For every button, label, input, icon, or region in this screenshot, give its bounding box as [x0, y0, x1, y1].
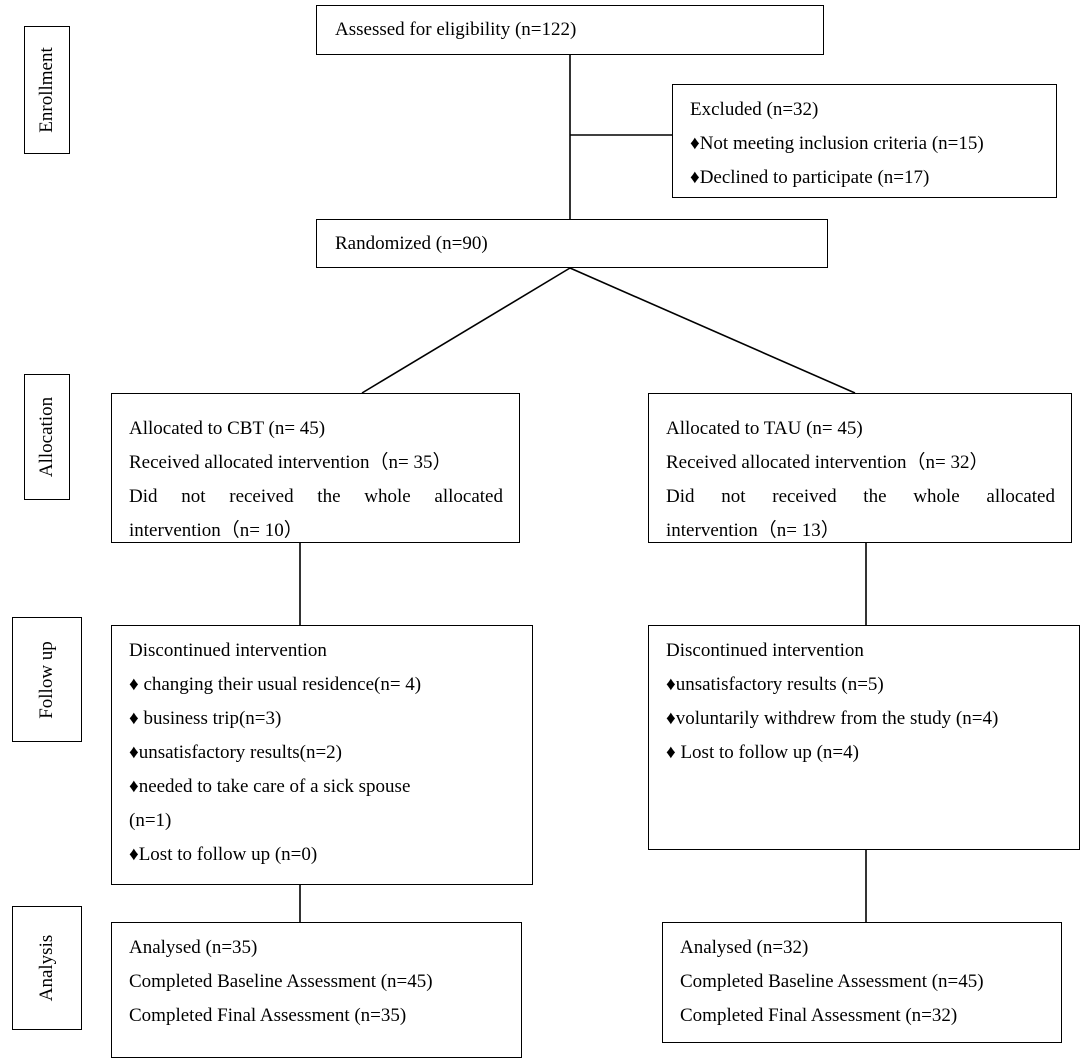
allocation-cbt-line: intervention（n= 10）: [129, 520, 303, 541]
stage-enrollment: Enrollment: [24, 26, 70, 154]
stage-allocation: Allocation: [24, 374, 70, 500]
allocation-tau-line: intervention（n= 13）: [666, 520, 840, 541]
followup-tau-item: ♦unsatisfactory results (n=5): [666, 674, 884, 695]
assessed-text: Assessed for eligibility (n=122): [335, 19, 577, 40]
randomized-text: Randomized (n=90): [335, 233, 488, 254]
followup-cbt-item: ♦ business trip(n=3): [129, 708, 282, 729]
analysis-tau-line: Completed Baseline Assessment (n=45): [680, 971, 984, 992]
analysis-tau-box: Analysed (n=32) Completed Baseline Asses…: [662, 922, 1062, 1043]
allocation-cbt-line: Did not received the whole allocated: [129, 486, 503, 507]
allocation-tau-line: Received allocated intervention（n= 32）: [666, 452, 989, 473]
followup-cbt-item: ♦unsatisfactory results(n=2): [129, 742, 342, 763]
stage-analysis: Analysis: [12, 906, 82, 1030]
stage-analysis-label: Analysis: [36, 934, 57, 1002]
analysis-cbt-line: Analysed (n=35): [129, 937, 258, 958]
stage-enrollment-label: Enrollment: [36, 47, 57, 133]
stage-allocation-label: Allocation: [36, 396, 57, 478]
followup-cbt-item: ♦needed to take care of a sick spouse: [129, 776, 411, 797]
analysis-tau-line: Analysed (n=32): [680, 937, 809, 958]
analysis-cbt-line: Completed Baseline Assessment (n=45): [129, 971, 433, 992]
excluded-item: ♦Declined to participate (n=17): [690, 167, 930, 188]
followup-cbt-item: ♦ changing their usual residence(n= 4): [129, 674, 422, 695]
allocation-tau-box: Allocated to TAU (n= 45) Received alloca…: [648, 393, 1072, 543]
allocation-cbt-box: Allocated to CBT (n= 45) Received alloca…: [111, 393, 520, 543]
stage-follow-up-label: Follow up: [36, 640, 57, 719]
randomized-to-cbt-line: [361, 267, 571, 394]
excluded-item: ♦Not meeting inclusion criteria (n=15): [690, 133, 984, 154]
followup-cbt-box: Discontinued intervention ♦ changing the…: [111, 625, 533, 885]
excluded-title: Excluded (n=32): [690, 99, 819, 120]
analysis-cbt-box: Analysed (n=35) Completed Baseline Asses…: [111, 922, 522, 1058]
followup-tau-item: ♦ Lost to follow up (n=4): [666, 742, 859, 763]
randomized-box: Randomized (n=90): [316, 219, 828, 268]
allocation-cbt-line: Received allocated intervention（n= 35）: [129, 452, 452, 473]
allocation-tau-line: Allocated to TAU (n= 45): [666, 418, 863, 439]
followup-tau-title: Discontinued intervention: [666, 640, 864, 661]
randomized-to-tau-line: [569, 267, 856, 394]
analysis-cbt-line: Completed Final Assessment (n=35): [129, 1005, 407, 1026]
analysis-tau-line: Completed Final Assessment (n=32): [680, 1005, 958, 1026]
stage-follow-up: Follow up: [12, 617, 82, 742]
followup-cbt-item: ♦Lost to follow up (n=0): [129, 844, 318, 865]
assessed-box: Assessed for eligibility (n=122): [316, 5, 824, 55]
followup-tau-item: ♦voluntarily withdrew from the study (n=…: [666, 708, 999, 729]
allocation-cbt-line: Allocated to CBT (n= 45): [129, 418, 326, 439]
excluded-box: Excluded (n=32) ♦Not meeting inclusion c…: [672, 84, 1057, 198]
allocation-tau-line: Did not received the whole allocated: [666, 486, 1055, 507]
followup-cbt-title: Discontinued intervention: [129, 640, 327, 661]
followup-tau-box: Discontinued intervention ♦unsatisfactor…: [648, 625, 1080, 850]
followup-cbt-item: (n=1): [129, 810, 172, 831]
